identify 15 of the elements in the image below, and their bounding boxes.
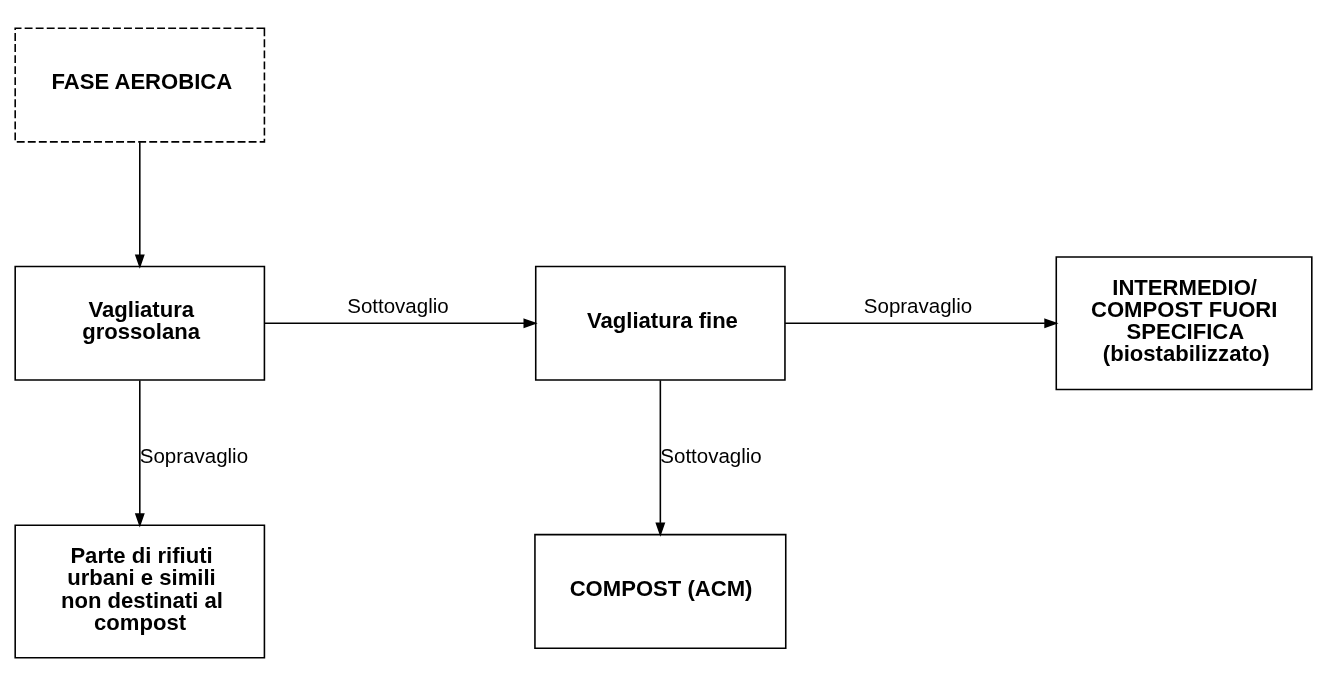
node-box: COMPOST (ACM) [534, 533, 787, 649]
edge-label: Sopravaglio [863, 293, 973, 317]
node-box: Parte di rifiuti urbani e simili non destinati al compost [14, 524, 266, 659]
arrow [134, 379, 145, 528]
node-box: Vagliatura fine [534, 265, 786, 381]
arrow [655, 379, 666, 537]
edge-label: Sopravaglio [139, 443, 249, 467]
arrow [263, 318, 538, 329]
arrow [784, 318, 1059, 329]
edge-label: Sottovaglio [660, 443, 762, 467]
node-box: FASE AEROBICA [14, 27, 266, 143]
node-box: INTERMEDIO/ COMPOST FUORI SPECIFICA (biostabilizzato) [1055, 256, 1313, 391]
edge-label: Sottovaglio [347, 293, 449, 317]
arrow [134, 141, 145, 269]
node-box: Vagliatura grossolana [14, 265, 266, 381]
